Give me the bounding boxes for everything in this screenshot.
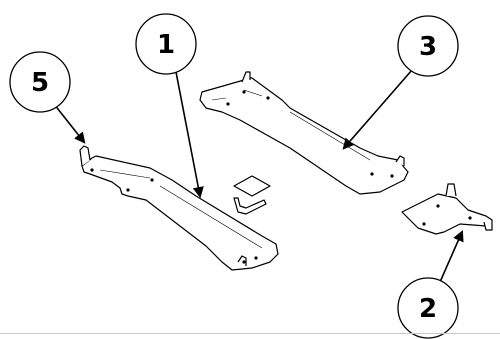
leader-2 bbox=[439, 229, 464, 283]
small-clip bbox=[233, 197, 267, 215]
callout-2-label: 2 bbox=[419, 294, 437, 324]
part-1-bracket bbox=[79, 145, 279, 271]
leader-3 bbox=[342, 69, 413, 150]
leader-1 bbox=[175, 71, 204, 199]
callout-3-label: 3 bbox=[419, 32, 437, 62]
callout-5: 5 bbox=[9, 51, 71, 113]
callout-5-label: 5 bbox=[31, 68, 49, 98]
small-plate bbox=[233, 175, 271, 197]
callout-1-label: 1 bbox=[157, 30, 175, 60]
part-2-bracket bbox=[401, 183, 493, 235]
leader-lines bbox=[53, 69, 464, 283]
callout-3: 3 bbox=[397, 15, 459, 77]
part-3-bracket bbox=[199, 71, 409, 195]
bottom-divider bbox=[0, 333, 500, 334]
callout-2: 2 bbox=[397, 277, 459, 339]
leader-5 bbox=[53, 103, 86, 144]
callout-1: 1 bbox=[135, 13, 197, 75]
